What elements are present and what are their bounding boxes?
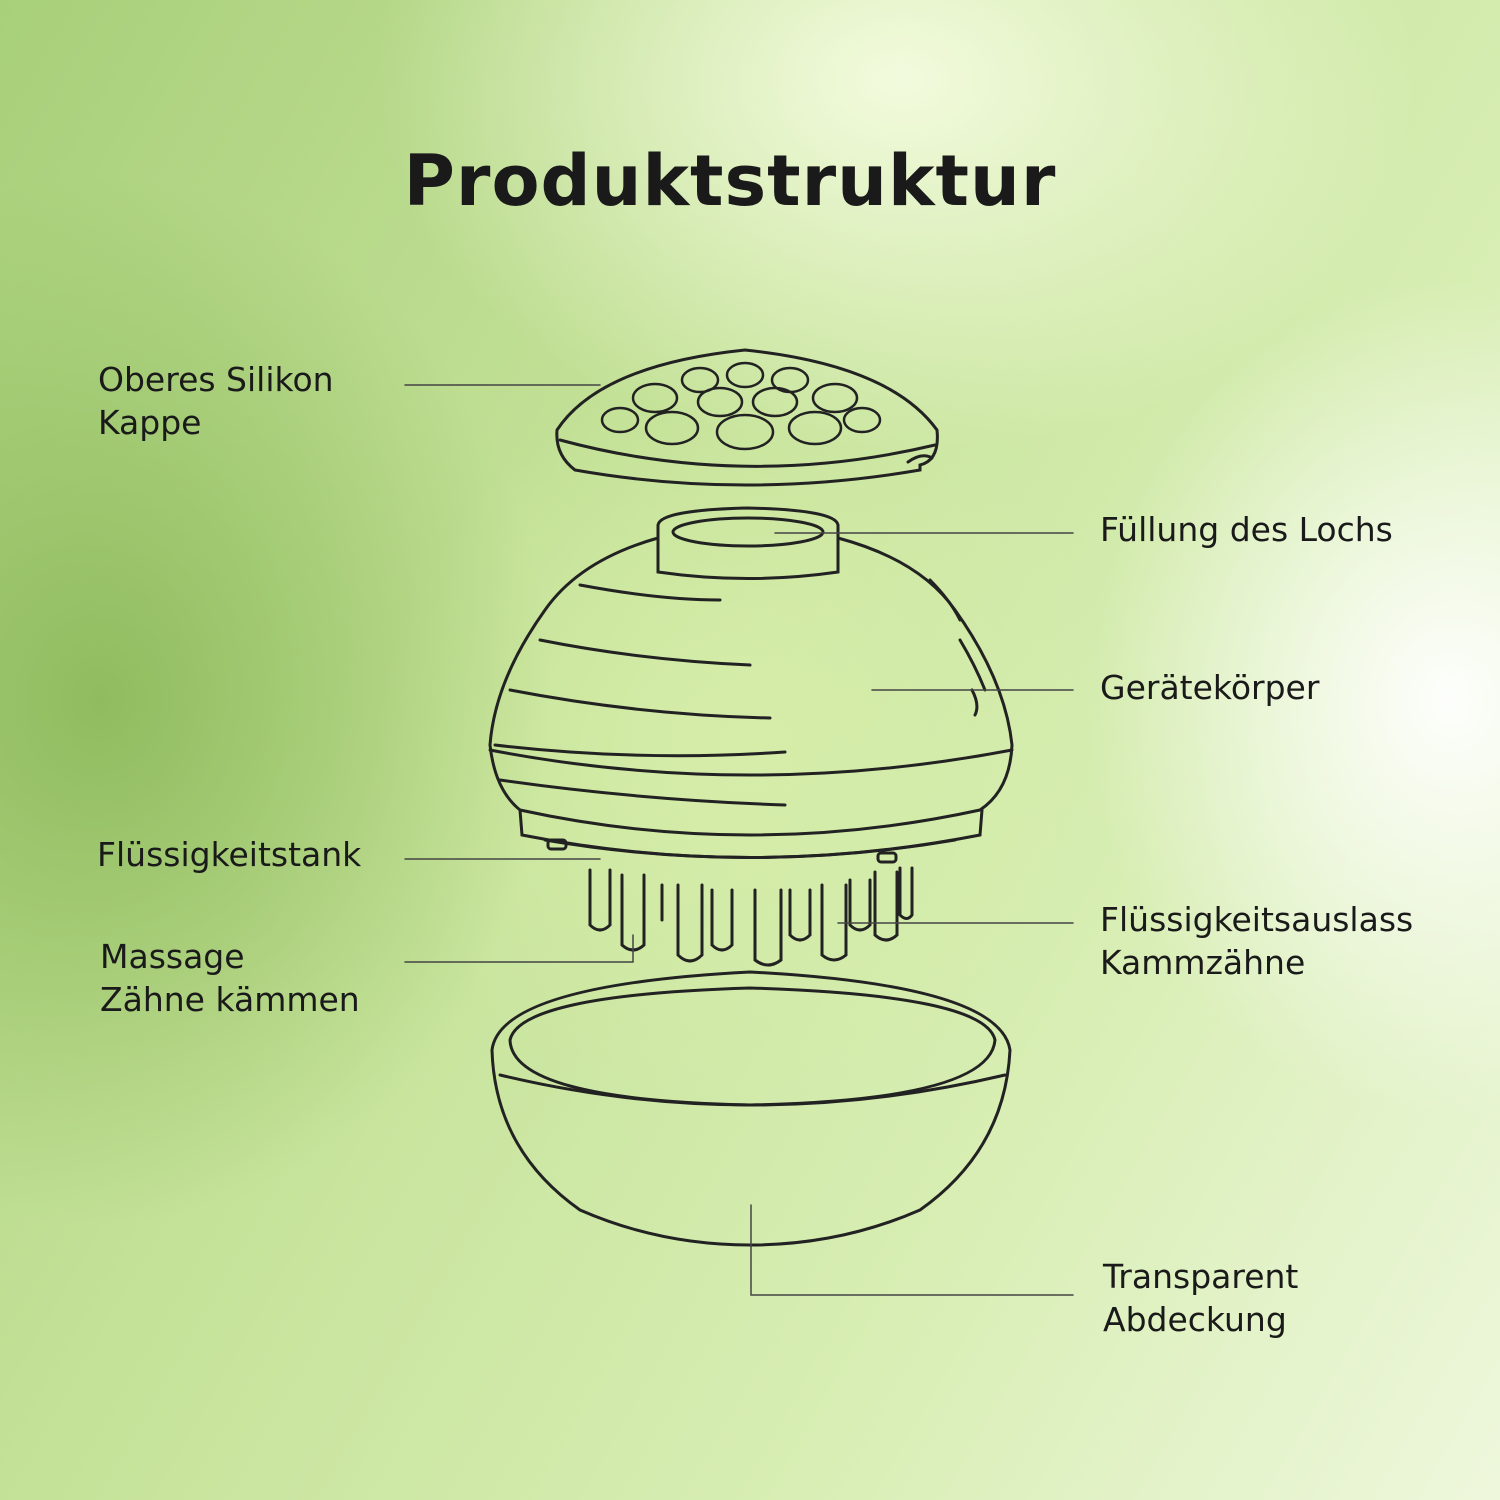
transparent-cover-drawing [490, 970, 1012, 1247]
label-liquid-outlet: Flüssigkeitsauslass Kammzähne [1100, 898, 1413, 984]
label-line: Flüssigkeitsauslass [1100, 900, 1414, 939]
label-device-body: Gerätekörper [1100, 668, 1320, 707]
comb-teeth-drawing [588, 866, 914, 967]
silicone-cap-drawing [555, 348, 939, 487]
leader-lines [404, 384, 1074, 1296]
label-fill-hole: Füllung des Lochs [1100, 510, 1393, 549]
label-line: Kappe [98, 403, 202, 442]
label-line: Abdeckung [1103, 1300, 1287, 1339]
page-title: Produktstruktur [403, 140, 1057, 222]
label-line: Transparent [1103, 1257, 1299, 1296]
label-top-cap: Oberes Silikon Kappe [98, 358, 334, 444]
label-line: Massage [100, 937, 245, 976]
label-line: Oberes Silikon [98, 360, 334, 399]
label-liquid-tank: Flüssigkeitstank [97, 835, 362, 874]
label-line: Kammzähne [1100, 943, 1306, 982]
label-massage-teeth: Massage Zähne kämmen [100, 935, 360, 1021]
label-line: Zähne kämmen [100, 980, 360, 1019]
device-body-drawing [488, 506, 1014, 864]
label-transparent-cover: Transparent Abdeckung [1103, 1255, 1298, 1341]
